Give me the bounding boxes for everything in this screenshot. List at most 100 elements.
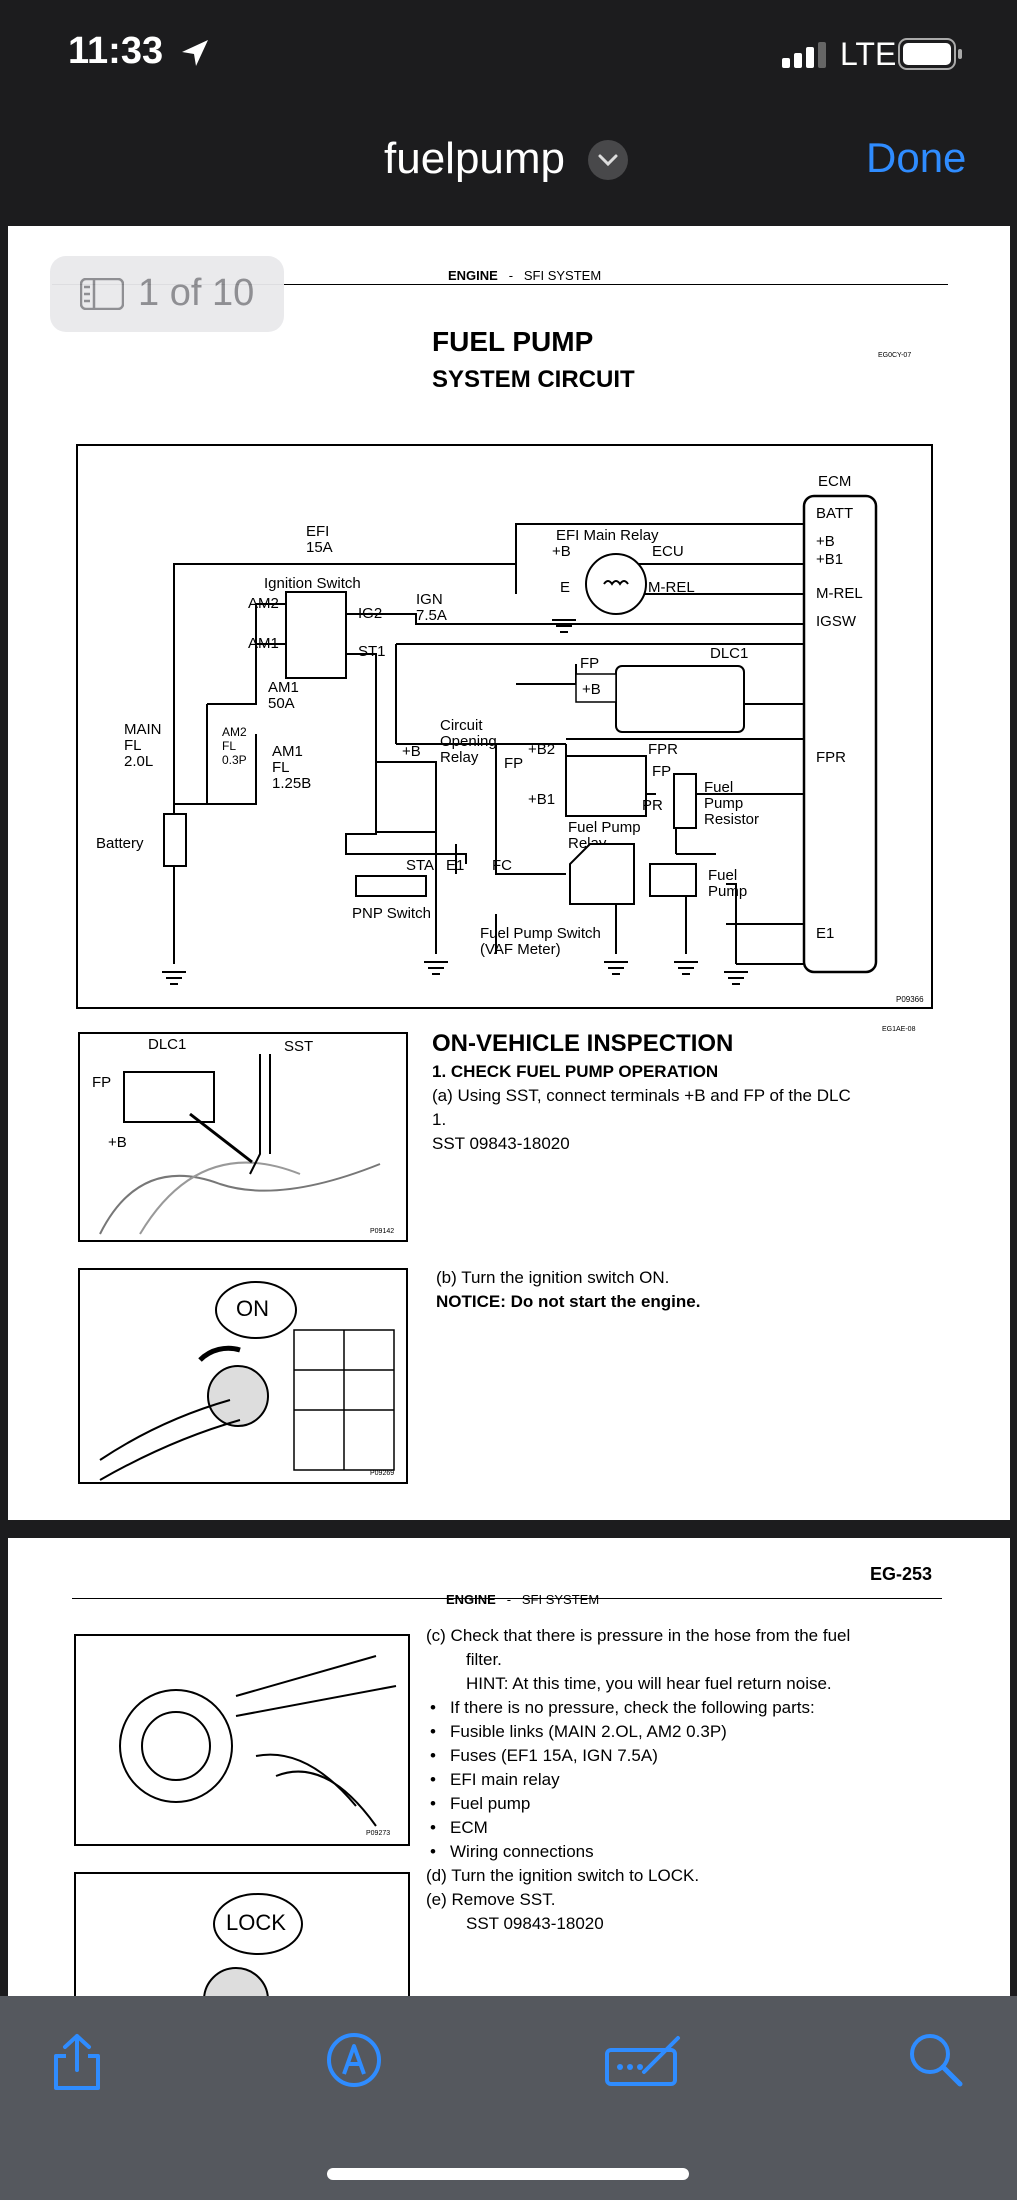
carrier-label: LTE xyxy=(840,36,897,72)
clock: 11:33 xyxy=(68,30,164,72)
page-title: FUEL PUMP xyxy=(432,326,594,357)
efi-main-relay-symbol xyxy=(585,553,647,615)
share-icon[interactable] xyxy=(50,2032,104,2097)
relay-fpr-label: FPR xyxy=(648,741,678,758)
fuel-pump-label-2: Pump xyxy=(708,883,747,900)
inspection-code: EG1AE-08 xyxy=(882,1026,916,1033)
pin-fpr: FPR xyxy=(816,749,846,766)
step-1-title: 1. CHECK FUEL PUMP OPERATION xyxy=(432,1062,719,1081)
done-button[interactable]: Done xyxy=(866,134,967,181)
document-page-1: ENGINE - SFI SYSTEM FUEL PUMP SYSTEM CIR… xyxy=(8,226,1010,1520)
battery-icon xyxy=(898,38,964,75)
efi-fuse-label: EFI xyxy=(306,523,329,540)
am2-fl-label-3: 0.3P xyxy=(222,753,247,767)
list-item: Fuses (EF1 15A, IGN 7.5A) xyxy=(426,1744,986,1768)
signature-icon[interactable] xyxy=(604,2032,684,2093)
fuel-pump-label-1: Fuel xyxy=(708,867,737,884)
fuel-pump-resistor-symbol xyxy=(673,773,697,829)
home-indicator[interactable] xyxy=(327,2168,689,2180)
pnp-switch-symbol xyxy=(355,875,427,897)
page-indicator[interactable]: 1 of 10 xyxy=(50,256,284,332)
battery-label: Battery xyxy=(96,835,144,852)
step-c-text-2: filter. xyxy=(466,1650,502,1669)
fig1-dlc1-label: DLC1 xyxy=(148,1036,187,1053)
ig2-label: IG2 xyxy=(358,605,382,622)
fc-label: FC xyxy=(492,857,512,874)
diagram-frame xyxy=(76,444,933,1009)
search-icon[interactable] xyxy=(908,2032,964,2093)
page2-instructions: (c) Check that there is pressure in the … xyxy=(426,1624,986,1936)
am1-fuse-amp: 50A xyxy=(268,695,295,712)
on-callout xyxy=(215,1281,297,1339)
inspection-title: ON-VEHICLE INSPECTION xyxy=(432,1030,734,1057)
page-thumbnails-icon xyxy=(79,277,125,315)
list-item: If there is no pressure, check the follo… xyxy=(426,1696,986,1720)
pin-batt: BATT xyxy=(816,505,853,522)
fig1-b-label: +B xyxy=(108,1134,127,1151)
list-item: EFI main relay xyxy=(426,1768,986,1792)
dlc1-connector-figure xyxy=(123,1071,215,1123)
signal-bars-icon xyxy=(782,42,830,73)
ignition-key-cylinder xyxy=(207,1365,269,1427)
resistor-label-2: Pump xyxy=(704,795,743,812)
bottom-toolbar xyxy=(0,1996,1017,2200)
page-header: ENGINE - SFI SYSTEM xyxy=(448,268,602,283)
pin-b: +B xyxy=(816,533,835,550)
am2-fl-label-2: FL xyxy=(222,739,236,753)
step-e-text: (e) Remove SST. xyxy=(426,1890,556,1909)
step-e-sst: SST 09843-18020 xyxy=(466,1914,604,1933)
figure-fuel-hose: P09273 xyxy=(74,1634,410,1846)
pin-mrel: M-REL xyxy=(816,585,863,602)
document-title[interactable]: fuelpump xyxy=(384,134,566,183)
pin-b1: +B1 xyxy=(816,551,843,568)
fuel-pump-switch-symbol xyxy=(569,843,635,905)
relay-ecu-label: ECU xyxy=(652,543,684,560)
ignition-switch-label: Ignition Switch xyxy=(264,575,361,592)
fig1-sst-label: SST xyxy=(284,1038,314,1055)
list-item: Fuel pump xyxy=(426,1792,986,1816)
relay-b-label: +B xyxy=(552,543,571,560)
pin-igsw: IGSW xyxy=(816,613,857,630)
am1-fl-label: AM1 xyxy=(272,743,303,760)
markup-icon[interactable] xyxy=(326,2032,382,2093)
chevron-down-icon[interactable] xyxy=(588,140,628,180)
relay-e-label: E xyxy=(560,579,570,596)
header-rule xyxy=(52,284,948,285)
relay-mrel-label: M-REL xyxy=(648,579,695,596)
am1-fl-label-2: FL xyxy=(272,759,290,776)
fuel-pump-switch-label-2: (VAF Meter) xyxy=(480,941,561,958)
fig2-on-label: ON xyxy=(236,1296,269,1321)
fig1-fp-label: FP xyxy=(92,1074,112,1091)
sta-label: STA xyxy=(406,857,434,874)
page-header: ENGINE - SFI SYSTEM xyxy=(446,1592,600,1607)
figure-ignition-lock: LOCK xyxy=(74,1872,410,1998)
location-arrow-icon xyxy=(178,36,212,75)
ignition-key-cylinder-2 xyxy=(203,1967,269,1998)
co-fp-label: FP xyxy=(504,755,523,772)
figure-ignition-on: ON P09269 xyxy=(78,1268,408,1484)
efi-main-relay-label: EFI Main Relay xyxy=(556,527,659,544)
navigation-bar: fuelpump Done xyxy=(0,110,1017,224)
status-bar: 11:33 LTE xyxy=(0,0,1017,110)
document-page-2: EG-253 ENGINE - SFI SYSTEM P09273 LOCK (… xyxy=(8,1538,1010,1998)
fuel-pump-symbol xyxy=(649,863,697,897)
lock-callout xyxy=(213,1893,303,1955)
e1-label: E1 xyxy=(446,857,464,874)
fig3-code: P09273 xyxy=(366,1830,391,1837)
diagram-code: P09366 xyxy=(896,995,924,1004)
ign-amp: 7.5A xyxy=(416,607,447,624)
main-fl-label-2: FL xyxy=(124,737,142,754)
ign-label: IGN xyxy=(416,591,443,608)
fuel-pump-relay-symbol xyxy=(565,755,647,817)
circuit-opening-label-3: Relay xyxy=(440,749,479,766)
fig4-lock-label: LOCK xyxy=(226,1910,286,1935)
circuit-opening-relay-symbol xyxy=(375,761,437,833)
main-fl-label: MAIN xyxy=(124,721,162,738)
am2-label: AM2 xyxy=(248,595,279,612)
step-a-sst: SST 09843-18020 xyxy=(432,1134,570,1153)
resistor-label-1: Fuel xyxy=(704,779,733,796)
step-c-text: (c) Check that there is pressure in the … xyxy=(426,1626,851,1645)
step-d-text: (d) Turn the ignition switch to LOCK. xyxy=(426,1866,700,1885)
list-item: ECM xyxy=(426,1816,986,1840)
notice-text: NOTICE: Do not start the engine. xyxy=(436,1292,701,1311)
